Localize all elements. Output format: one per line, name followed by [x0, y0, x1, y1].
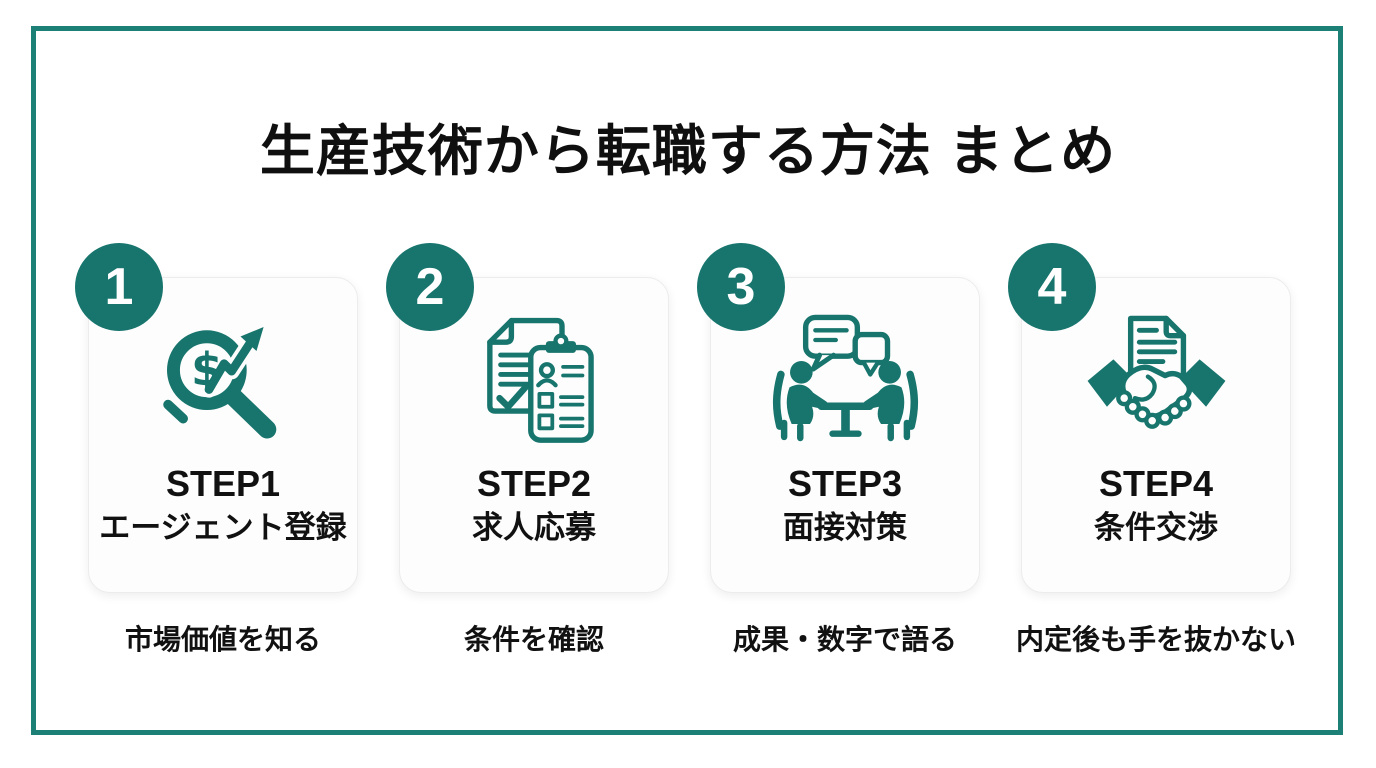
- step-3-title: 面接対策: [783, 509, 907, 545]
- step-1-column: 1 $ STEP1 エージェント登録 市場価値を知る: [75, 243, 358, 658]
- step-2-card: 2: [386, 243, 669, 593]
- step-2-number-badge: 2: [386, 243, 474, 331]
- step-1-label: STEP1: [165, 463, 281, 504]
- step-3-card: 3: [697, 243, 980, 593]
- step-4-caption: 内定後も手を抜かない: [1016, 624, 1297, 655]
- page-title: 生産技術から転職する方法 まとめ: [259, 120, 1117, 182]
- step-2-caption: 条件を確認: [463, 624, 604, 655]
- steps-row: 1 $ STEP1 エージェント登録 市場価値を知る: [75, 243, 1296, 658]
- step-3-number-badge: 3: [697, 243, 785, 331]
- step-4-column: 4: [1008, 243, 1296, 658]
- handshake-negotiation-icon: [1087, 315, 1225, 429]
- step-2-icon-box: [459, 308, 609, 456]
- step-3-caption: 成果・数字で語る: [732, 624, 957, 655]
- step-1-icon-box: $: [148, 308, 298, 456]
- step-3-label: STEP3: [787, 463, 903, 504]
- border-frame: [31, 26, 1343, 735]
- step-1-title: エージェント登録: [99, 509, 347, 545]
- step-4-icon-box: [1079, 308, 1234, 456]
- market-value-search-icon: $: [163, 322, 277, 439]
- step-1-caption: 市場価値を知る: [124, 624, 321, 655]
- step-3-column: 3: [697, 243, 980, 658]
- interview-talk-icon: [772, 314, 918, 442]
- step-3-icon-box: [768, 308, 923, 456]
- svg-text:$: $: [191, 343, 222, 396]
- step-4-title: 条件交渉: [1094, 509, 1218, 545]
- step-2-title: 求人応募: [472, 509, 596, 545]
- step-2-label: STEP2: [476, 463, 592, 504]
- step-4-label: STEP4: [1098, 463, 1214, 504]
- step-1-number-badge: 1: [75, 243, 163, 331]
- job-application-documents-icon: [487, 317, 594, 443]
- step-1-card: 1 $ STEP1 エージェント登録: [75, 243, 358, 593]
- step-4-number-badge: 4: [1008, 243, 1096, 331]
- step-4-card: 4: [1008, 243, 1291, 593]
- step-2-column: 2: [386, 243, 669, 658]
